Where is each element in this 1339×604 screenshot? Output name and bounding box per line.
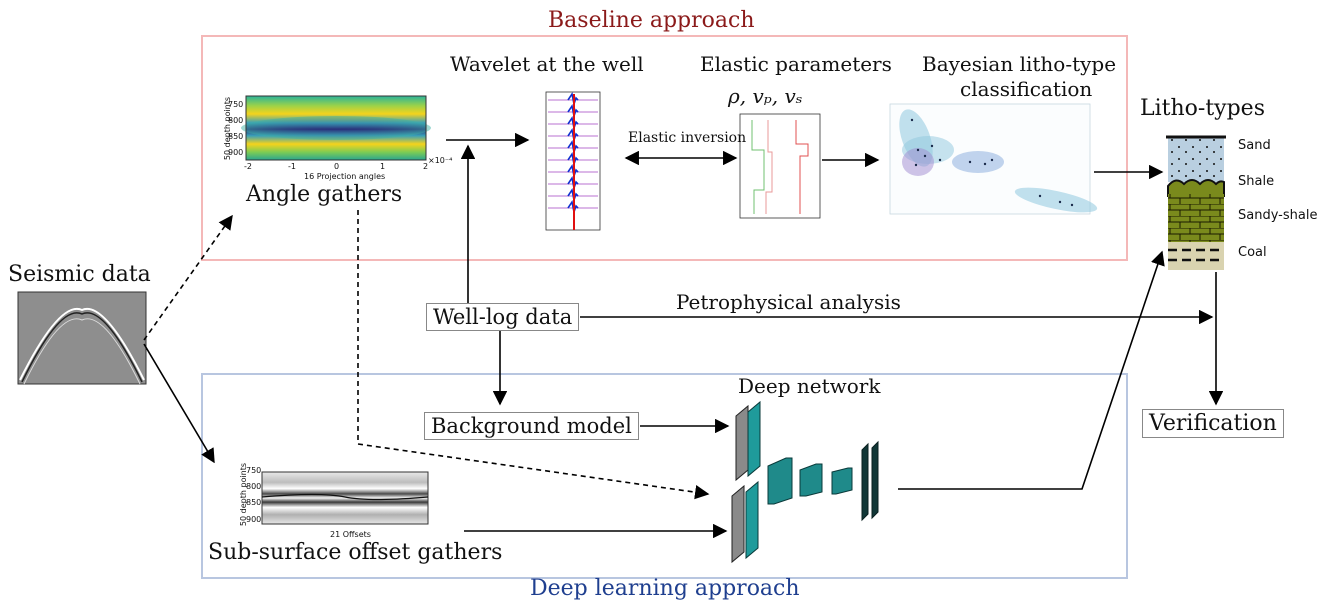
- offset-ytick-1: 800: [246, 482, 262, 491]
- angle-ytick-3: 900: [228, 148, 244, 157]
- verification-box: Verification: [1142, 409, 1284, 438]
- litho-title: Litho-types: [1140, 96, 1265, 121]
- seismic-plot: [17, 291, 147, 385]
- angle-xtick-0: -2: [244, 162, 252, 171]
- offset-ytick-0: 750: [246, 466, 262, 475]
- deep-network-title: Deep network: [738, 374, 881, 398]
- litho-column: [1166, 135, 1226, 270]
- arrow-seismic-to-offset: [143, 343, 215, 464]
- wavelet-title: Wavelet at the well: [450, 52, 644, 76]
- seismic-title: Seismic data: [8, 262, 151, 287]
- angle-plot-exp: ×10⁻⁴: [428, 156, 453, 165]
- angle-plot-xlabel: 16 Projection angles: [304, 172, 386, 181]
- elastic-title: Elastic parameters: [700, 52, 892, 76]
- bayes-title-2: classification: [960, 77, 1093, 101]
- deep-title: Deep learning approach: [530, 576, 800, 601]
- offset-gathers-plot: [261, 471, 429, 525]
- arrow-angle-to-network: [357, 210, 710, 500]
- angle-ytick-0: 750: [228, 100, 244, 109]
- background-model-box: Background model: [424, 412, 639, 440]
- elastic-inversion-label: Elastic inversion: [628, 130, 747, 146]
- litho-sandy-shale: Sandy-shale: [1238, 208, 1318, 223]
- baseline-frame: [201, 35, 1128, 261]
- angle-ytick-2: 850: [228, 132, 244, 141]
- bayes-plot: [889, 103, 1098, 215]
- offset-ytick-2: 850: [246, 498, 262, 507]
- wavelet-plot: [545, 91, 601, 231]
- well-log-box: Well-log data: [426, 303, 580, 331]
- litho-shale: Shale: [1238, 174, 1275, 189]
- angle-xtick-3: 1: [380, 162, 386, 171]
- elastic-symbols: ρ, vₚ, vₛ: [728, 84, 803, 108]
- arrow-network-to-litho: [898, 250, 1165, 490]
- baseline-title: Baseline approach: [548, 8, 755, 33]
- angle-ytick-1: 800: [228, 116, 244, 125]
- angle-gathers-label: Angle gathers: [246, 182, 403, 207]
- litho-sand: Sand: [1238, 138, 1271, 153]
- elastic-plot: [739, 113, 821, 219]
- offset-ytick-3: 900: [246, 515, 262, 524]
- angle-xtick-4: 2: [423, 162, 429, 171]
- offset-plot-xlabel: 21 Offsets: [330, 530, 371, 539]
- arrow-seismic-to-angle: [143, 214, 233, 341]
- angle-xtick-2: 0: [334, 162, 340, 171]
- angle-xtick-1: -1: [288, 162, 296, 171]
- bayes-title-1: Bayesian litho-type: [922, 52, 1117, 76]
- petro-label: Petrophysical analysis: [676, 290, 901, 314]
- offset-gathers-label: Sub-surface offset gathers: [208, 540, 503, 565]
- angle-gathers-plot: [241, 95, 431, 161]
- deep-frame: [201, 373, 1128, 579]
- deep-network: [731, 400, 879, 564]
- litho-coal: Coal: [1238, 245, 1267, 260]
